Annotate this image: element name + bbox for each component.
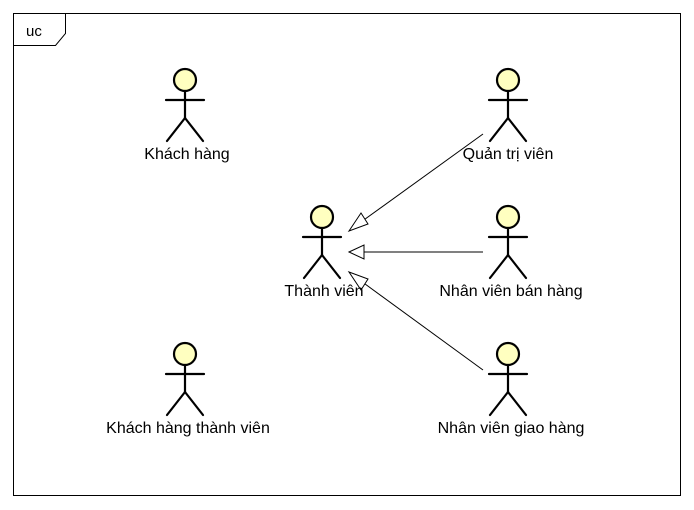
generalization-arrowhead xyxy=(347,212,369,232)
actor-right-leg xyxy=(320,253,342,280)
actor-label: Thành viên xyxy=(284,283,363,300)
actor-left-leg xyxy=(165,390,187,417)
actor-right-leg xyxy=(506,390,528,417)
actor-head xyxy=(495,67,521,93)
actor-head xyxy=(495,341,521,367)
actor-khach-hang-thanh-vien[interactable]: Khách hàng thành viên xyxy=(106,341,270,437)
actor-head xyxy=(172,341,198,367)
actor-left-leg xyxy=(165,116,187,143)
actor-nhan-vien-giao-hang[interactable]: Nhân viên giao hàng xyxy=(438,341,585,437)
diagram-frame: uc xyxy=(13,13,681,496)
actor-head xyxy=(495,204,521,230)
actor-head xyxy=(172,67,198,93)
frame-label: uc xyxy=(26,23,42,40)
actor-khach-hang[interactable]: Khách hàng xyxy=(144,67,230,163)
actor-label: Nhân viên bán hàng xyxy=(439,283,582,300)
actor-left-leg xyxy=(488,116,510,143)
generalization-line xyxy=(360,280,484,371)
generalization-arrowhead xyxy=(347,271,369,291)
generalization-nhan-vien-ban-hang-to-thanh-vien xyxy=(347,244,483,260)
generalization-quan-tri-vien-to-thanh-vien xyxy=(347,133,484,232)
actor-thanh-vien[interactable]: Thành viên xyxy=(284,204,364,300)
actor-label: Nhân viên giao hàng xyxy=(438,420,585,437)
actor-label: Quản trị viên xyxy=(463,146,554,163)
generalization-arrowhead xyxy=(347,244,365,260)
actor-left-leg xyxy=(488,253,510,280)
actor-label: Khách hàng thành viên xyxy=(106,420,270,437)
actor-label: Khách hàng xyxy=(144,146,229,163)
actor-right-leg xyxy=(506,253,528,280)
generalization-nhan-vien-giao-hang-to-thanh-vien xyxy=(347,271,484,371)
actor-right-leg xyxy=(183,116,205,143)
actor-nhan-vien-ban-hang[interactable]: Nhân viên bán hàng xyxy=(439,204,583,300)
frame-border xyxy=(13,13,681,496)
actor-left-leg xyxy=(302,253,324,280)
relationships xyxy=(347,133,484,371)
actor-head xyxy=(309,204,335,230)
actor-quan-tri-vien[interactable]: Quản trị viên xyxy=(463,67,554,163)
actor-right-leg xyxy=(506,116,528,143)
actor-right-leg xyxy=(183,390,205,417)
frame-tab xyxy=(13,13,66,46)
generalization-line xyxy=(360,133,484,223)
actor-left-leg xyxy=(488,390,510,417)
